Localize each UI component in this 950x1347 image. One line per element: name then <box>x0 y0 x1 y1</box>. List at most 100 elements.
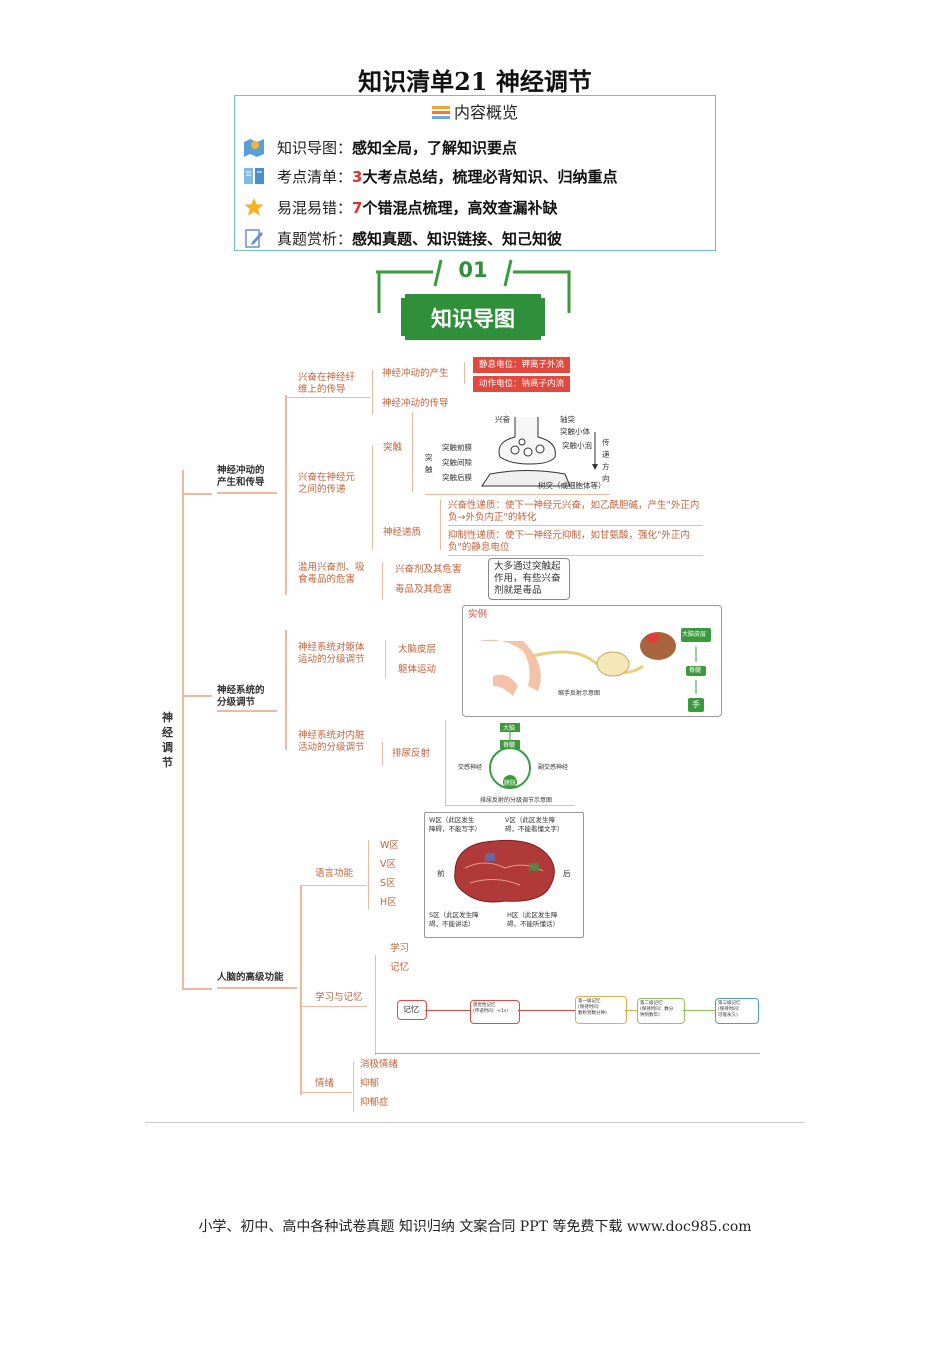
mindmap-root: 神 经 调 节 <box>162 711 173 769</box>
connector <box>683 1010 715 1011</box>
example-box: 实例 大脑皮层（运动区） 脊髓 手 缩手反射示意图 <box>462 605 722 717</box>
area-v: V区 <box>380 859 396 870</box>
list-icon <box>431 106 450 120</box>
overview-value: 个错混点梳理，高效查漏补缺 <box>362 199 558 217</box>
branch-title: 人脑的高级功能 <box>217 972 284 983</box>
ur-label: 交感神经 <box>458 764 483 771</box>
overview-value: 大考点总结，梳理必背知识、归纳重点 <box>362 168 618 186</box>
map-icon <box>243 137 265 157</box>
overview-label: 易混易错： <box>277 199 353 217</box>
emotion-item: 抑郁症 <box>360 1097 389 1108</box>
connector <box>382 562 383 600</box>
overview-label: 考点清单： <box>277 168 353 186</box>
synapse-illustration <box>481 417 598 487</box>
stage-label: 第二级记忆 (保持时间：数分 钟到数年) <box>640 1001 674 1018</box>
syn-label: 兴奋 <box>495 415 510 424</box>
area-note-w: W区（此区发生 障碍，不能写字） <box>429 816 481 833</box>
subnode: 滥用兴奋剂、吸 食毒品的危害 <box>298 562 365 585</box>
synapse-diagram: 兴奋 轴突 突触小体 突触小泡 突触前膜 突触间隙 突触后膜 树突（或细胞体等）… <box>420 412 615 494</box>
syn-label: 突触小体 <box>560 427 590 436</box>
stage-box: 第二级记忆 (保持时间：数分 钟到数年) <box>637 998 685 1024</box>
syn-label: 突触间隙 <box>442 458 472 467</box>
connector <box>182 695 212 697</box>
drug-node: 毒品及其危害 <box>395 584 453 595</box>
connector <box>285 630 287 750</box>
resting-potential-tag: 静息电位：钾离子外流 <box>473 357 571 373</box>
connector <box>368 840 369 910</box>
stimulant-node: 兴奋剂及其危害 <box>395 564 462 575</box>
syn-label: 传递方向 <box>602 438 610 483</box>
overview-number: 7 <box>352 199 363 217</box>
syn-label: 突触后膜 <box>442 473 472 482</box>
section-banner: 01 知识导图 <box>373 258 573 346</box>
brain-diagram-box: W区（此区发生 障碍，不能写字） V区（此区发生障 碍，不能看懂文字） S区（此… <box>424 812 584 938</box>
inhibitory-transmitter: 抑制性递质：使下一神经元抑制，如甘氨酸，强化"外正内负"的静息电位 <box>448 530 690 553</box>
branch-title: 神经冲动的 产生和传导 <box>217 465 265 488</box>
overview-row: 知识导图：感知全局，了解知识要点 <box>243 137 517 158</box>
body-movement-node: 躯体运动 <box>398 664 437 675</box>
stage-label: 第一级记忆 (保持时间： 数秒到数分钟) <box>578 999 607 1016</box>
brain-illustration <box>454 839 555 903</box>
front-label: 前 <box>437 869 445 878</box>
book-icon <box>243 166 265 186</box>
connector <box>375 955 376 1055</box>
connector <box>425 1010 470 1011</box>
overview-box: 内容概览 知识导图：感知全局，了解知识要点 考点清单：3大考点总结，梳理必背知识… <box>234 95 716 251</box>
connector <box>353 1062 354 1112</box>
star-icon <box>243 197 265 217</box>
overview-heading: 内容概览 <box>235 99 715 123</box>
memory-box: 记忆 <box>397 1000 427 1020</box>
overview-heading-text: 内容概览 <box>453 103 518 122</box>
ur-label: 副交感神经 <box>538 764 569 771</box>
connector <box>182 493 212 495</box>
connector <box>217 710 277 712</box>
branch-title: 神经系统的 分级调节 <box>217 685 265 708</box>
area-note-h: H区（此区发生障 碍，不能听懂话） <box>507 911 559 928</box>
stage-box: 第一级记忆 (保持时间： 数秒到数分钟) <box>575 996 627 1024</box>
connector <box>375 1053 760 1054</box>
area-s: S区 <box>380 878 396 889</box>
connector <box>445 720 446 805</box>
connector <box>300 885 302 1095</box>
syn-label: 树突（或细胞体等） <box>538 481 606 490</box>
connector <box>302 1006 367 1007</box>
area-h: H区 <box>380 897 397 908</box>
example-title: 实例 <box>468 609 488 620</box>
stage-label: 第三级记忆 (保持时间： 可能永久) <box>718 1001 743 1018</box>
cortex-node: 大脑皮层 <box>398 644 437 655</box>
connector <box>182 470 184 990</box>
learn-item: 学习 <box>390 943 410 954</box>
syn-label: 轴突 <box>560 415 575 424</box>
connector <box>445 805 575 806</box>
language-node: 语言功能 <box>315 868 354 879</box>
overview-value: 感知全局，了解知识要点 <box>352 139 518 157</box>
emotion-node: 情绪 <box>315 1078 335 1089</box>
subnode: 神经冲动的产生 <box>382 368 449 379</box>
urination-illustration <box>489 723 531 789</box>
connector <box>518 1010 575 1011</box>
urination-reflex-node: 排尿反射 <box>392 748 431 759</box>
connector <box>182 988 212 990</box>
connector <box>302 885 367 886</box>
connector <box>625 1010 637 1011</box>
connector <box>372 445 373 550</box>
connector <box>217 987 297 989</box>
page-title: 知识清单21 神经调节 <box>358 67 592 96</box>
emotion-item: 抑郁 <box>360 1078 380 1089</box>
ur-label: 排尿反射的分级调节示意图 <box>480 797 553 804</box>
area-note-s: S区（此区发生障 碍，不能讲话） <box>429 911 479 928</box>
transmitter-node: 神经递质 <box>383 527 422 538</box>
syn-label: 突触前膜 <box>442 443 472 452</box>
subnode: 神经系统对内脏 活动的分级调节 <box>298 730 365 753</box>
connector <box>285 397 370 398</box>
ex-label: 大脑皮层（运动区） <box>682 631 713 650</box>
learning-memory-node: 学习与记忆 <box>315 992 363 1003</box>
syn-label: 突触小泡 <box>562 441 592 450</box>
overview-label: 知识导图： <box>277 139 353 157</box>
overview-number: 3 <box>352 168 363 186</box>
connector <box>448 555 703 556</box>
overview-value: 感知真题、知识链接、知己知彼 <box>352 230 563 248</box>
ex-label: 缩手反射示意图 <box>558 690 601 697</box>
ur-label: 脊髓 <box>503 742 516 749</box>
banner-label: 知识导图 <box>431 307 515 331</box>
